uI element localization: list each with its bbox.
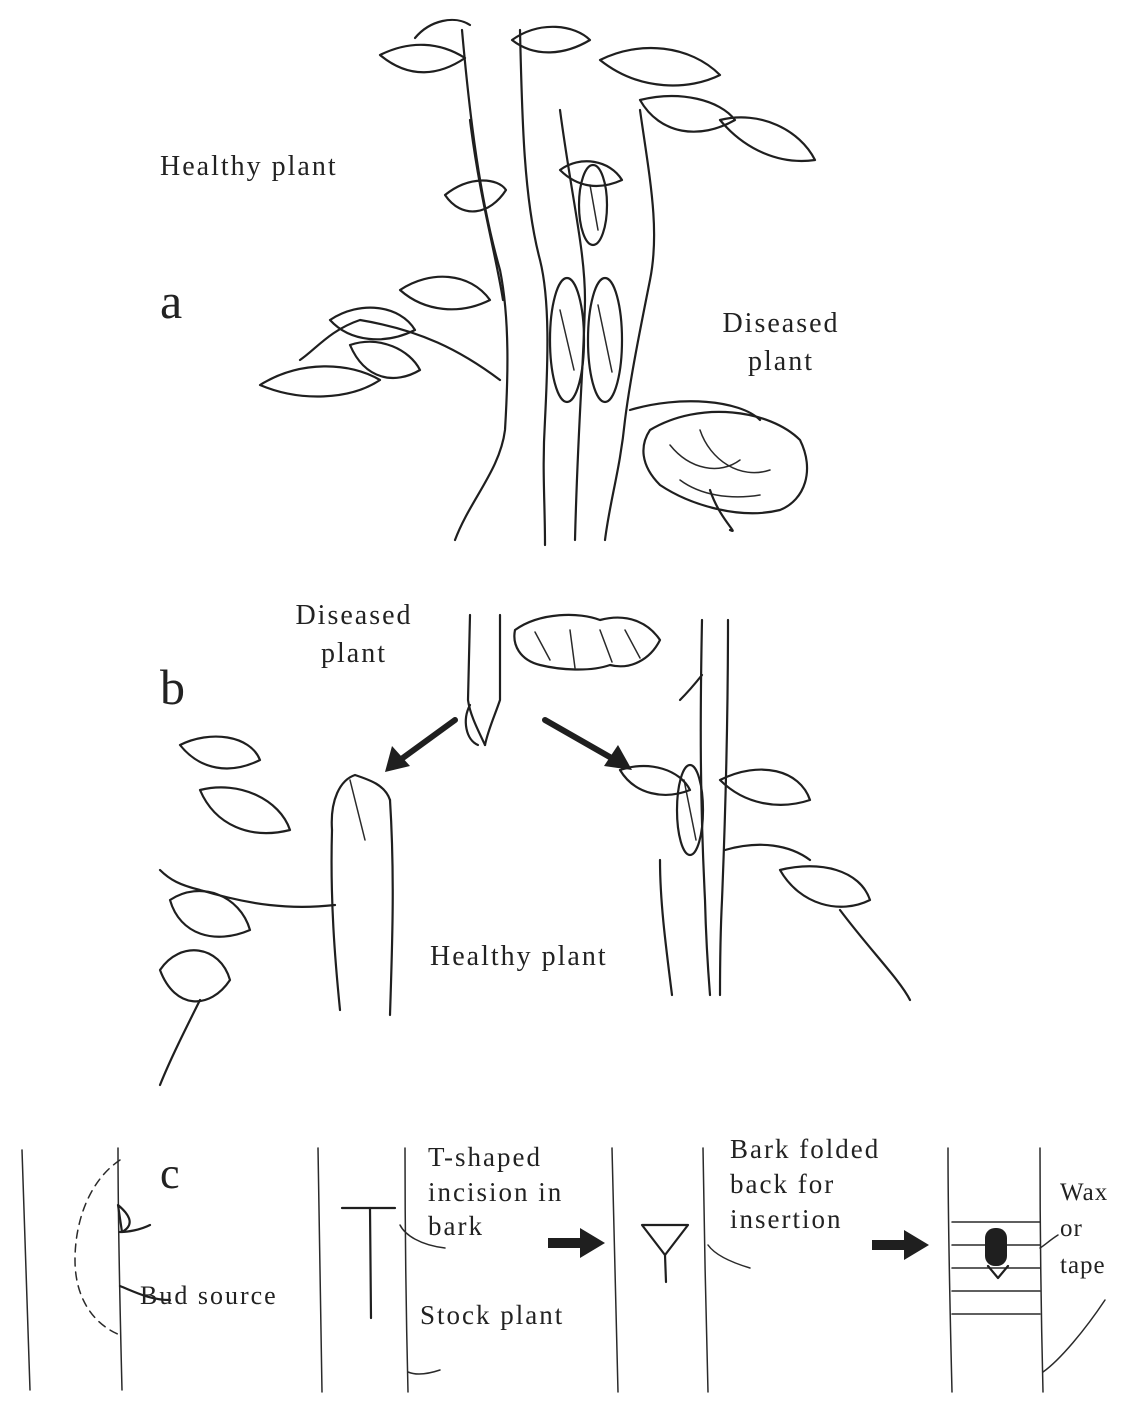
leaves-top-a <box>380 20 815 212</box>
healthy-plant-label-b: Healthy plant <box>430 938 608 976</box>
panel-c-illustration <box>22 1148 1105 1392</box>
t-incision-step <box>318 1148 445 1392</box>
stock-stem-left-b <box>332 775 393 1015</box>
stock-plant-label: Stock plant <box>420 1297 564 1333</box>
diseased-plant-label-a: Diseased plant <box>716 305 846 381</box>
panel-letter-c: c <box>160 1148 180 1199</box>
panel-b-illustration <box>160 615 910 1085</box>
arrow-c-2 <box>872 1230 929 1260</box>
diseased-leaf-cluster-a <box>630 401 807 531</box>
leaves-left-b <box>160 737 335 1085</box>
diseased-plant-label-b: Diseased plant <box>284 597 424 673</box>
diseased-stem-a <box>560 110 654 540</box>
panel-letter-a: a <box>160 272 182 330</box>
bud-source-step <box>22 1148 170 1390</box>
diseased-scion-b <box>466 615 660 745</box>
t-incision-label: T-shaped incision in bark <box>428 1140 563 1244</box>
healthy-stem-a <box>455 30 547 545</box>
wax-or-tape-label: Wax or tape <box>1060 1175 1108 1284</box>
panel-letter-b: b <box>160 658 185 716</box>
arrows-b <box>385 720 632 772</box>
bud-source-label: Bud source <box>140 1278 278 1313</box>
healthy-plant-label-a: Healthy plant <box>160 148 338 186</box>
graft-union-a <box>550 165 622 402</box>
bark-folded-label: Bark folded back for insertion <box>730 1132 880 1237</box>
leaves-right-b <box>620 766 910 1000</box>
grafted-stem-right-b <box>660 620 728 995</box>
leaves-left-a <box>260 277 500 397</box>
panel-a-illustration <box>260 20 815 545</box>
